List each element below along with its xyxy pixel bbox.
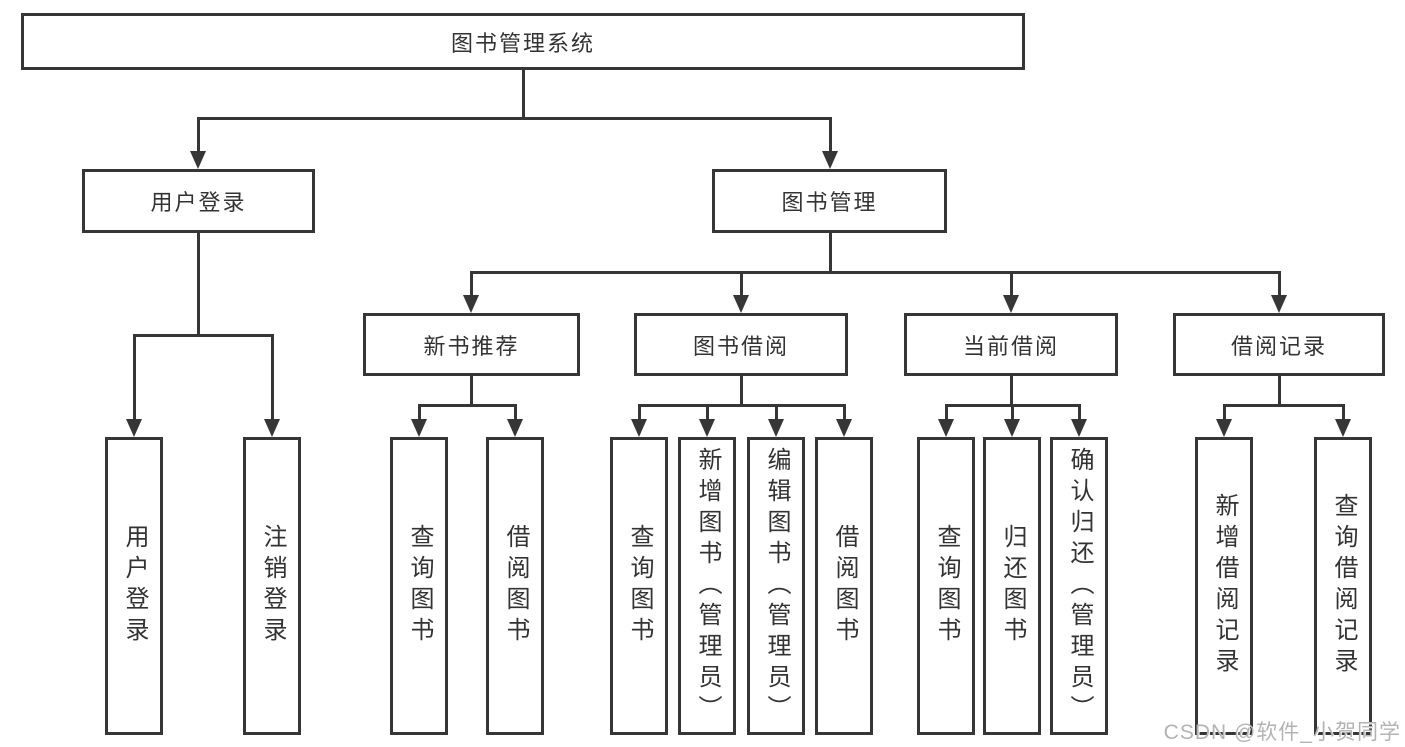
arrow-group2-leaf0 [938,404,954,437]
arrow-to-leaf-logout [264,334,280,437]
leaf-logout-label: 注销登录 [259,524,286,648]
connector-group0-vertical [469,376,473,407]
leaf-logout: 注销登录 [243,437,301,735]
leaf-confirm-return-admin-label: 确认归还（管理员） [1066,446,1093,726]
leaf-add-books-admin-label: 新增图书（管理员） [694,446,721,726]
arrow-group1-leaf0 [631,404,647,437]
leaf-add-books-admin: 新增图书（管理员） [678,437,736,735]
leaf-add-borrow-record: 新增借阅记录 [1195,437,1253,735]
connector-group1-split [637,404,846,407]
arrow-group3-leaf1 [1335,404,1351,437]
arrow-to-book-management [822,117,838,169]
node-root-system: 图书管理系统 [21,13,1025,70]
leaf-query-borrow-record: 查询借阅记录 [1314,437,1372,735]
arrow-to-book-borrowing [733,271,749,313]
arrow-group3-leaf0 [1216,404,1232,437]
connector-level2-horizontal [469,271,1281,274]
connector-group3-vertical [1277,376,1281,407]
arrow-group0-leaf1 [507,404,523,437]
leaf-return-books-label: 归还图书 [999,524,1026,648]
node-user-login: 用户登录 [82,169,315,233]
node-book-borrowing: 图书借阅 [634,313,848,376]
leaf-query-borrow-record-label: 查询借阅记录 [1330,493,1357,679]
leaf-query-books-recommend-label: 查询图书 [406,524,433,648]
leaf-query-books-borrowing-label: 查询图书 [626,524,653,648]
arrow-to-current-borrowing [1003,271,1019,313]
arrow-group1-leaf2 [768,404,784,437]
leaf-borrow-books-recommend-label: 借阅图书 [502,524,529,648]
arrow-group2-leaf1 [1004,404,1020,437]
leaf-edit-books-admin: 编辑图书（管理员） [747,437,805,735]
leaf-query-books-borrowing: 查询图书 [610,437,668,735]
leaf-query-books-current: 查询图书 [917,437,975,735]
connector-group1-vertical [739,376,743,407]
arrow-group1-leaf1 [699,404,715,437]
leaf-user-login: 用户登录 [105,437,163,735]
node-new-book-recommend: 新书推荐 [363,313,580,376]
leaf-edit-books-admin-label: 编辑图书（管理员） [763,446,790,726]
connector-user-login-split [132,334,274,337]
node-book-management: 图书管理 [712,169,947,233]
arrow-to-borrow-records [1271,271,1287,313]
leaf-query-books-current-label: 查询图书 [933,524,960,648]
connector-user-login-vertical [196,233,200,337]
leaf-add-borrow-record-label: 新增借阅记录 [1211,493,1238,679]
node-current-borrowing: 当前借阅 [904,313,1118,376]
node-borrow-records: 借阅记录 [1173,313,1385,376]
connector-group2-vertical [1009,376,1013,407]
leaf-borrow-books-borrowing-label: 借阅图书 [831,524,858,648]
leaf-borrow-books-borrowing: 借阅图书 [815,437,873,735]
arrow-group2-leaf2 [1071,404,1087,437]
leaf-query-books-recommend: 查询图书 [390,437,448,735]
connector-group0-split [417,404,517,407]
connector-root-vertical [521,70,525,118]
watermark-text: CSDN @软件_小贺同学 [1163,721,1401,744]
arrow-to-new-book-recommend [463,271,479,313]
leaf-borrow-books-recommend: 借阅图书 [486,437,544,735]
arrow-group0-leaf0 [411,404,427,437]
arrow-group1-leaf3 [836,404,852,437]
arrow-to-leaf-user-login [126,334,142,437]
arrow-to-user-login [190,117,206,169]
connector-book-management-vertical [828,233,832,274]
leaf-return-books: 归还图书 [983,437,1041,735]
connector-level1-horizontal [196,117,832,120]
leaf-confirm-return-admin: 确认归还（管理员） [1050,437,1108,735]
connector-group3-split [1222,404,1345,407]
leaf-user-login-label: 用户登录 [121,524,148,648]
